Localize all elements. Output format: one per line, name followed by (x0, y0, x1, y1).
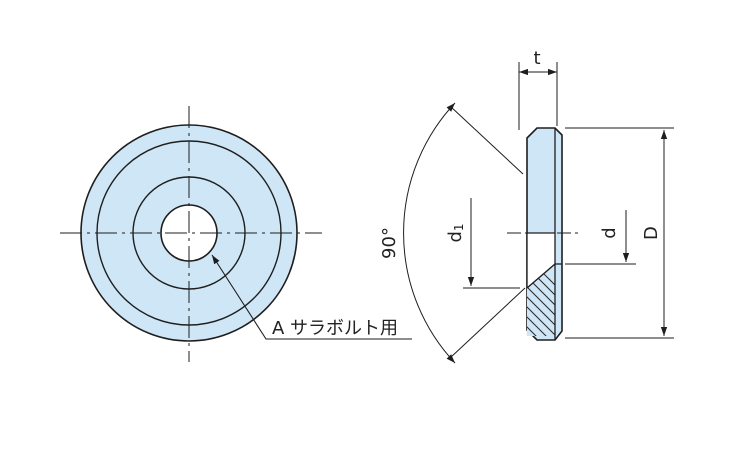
angle-arc (403, 102, 456, 364)
angle-label: 90° (379, 227, 400, 259)
angle-ext-top (449, 105, 524, 175)
bolt-leader-line (211, 254, 412, 340)
front-view: A サラボルト用 (60, 106, 412, 362)
t-label: t (533, 48, 540, 69)
d1-subscript: 1 (452, 223, 466, 231)
d-label: d (599, 227, 620, 238)
bore-section (527, 233, 555, 288)
D-label: D (641, 226, 662, 240)
bolt-note-label: A サラボルト用 (272, 318, 398, 339)
angle-ext-bottom (449, 287, 526, 359)
countersink-edge (526, 263, 556, 289)
side-view: t D d d1 90° (379, 48, 674, 364)
d1-label: d1 (445, 223, 466, 242)
